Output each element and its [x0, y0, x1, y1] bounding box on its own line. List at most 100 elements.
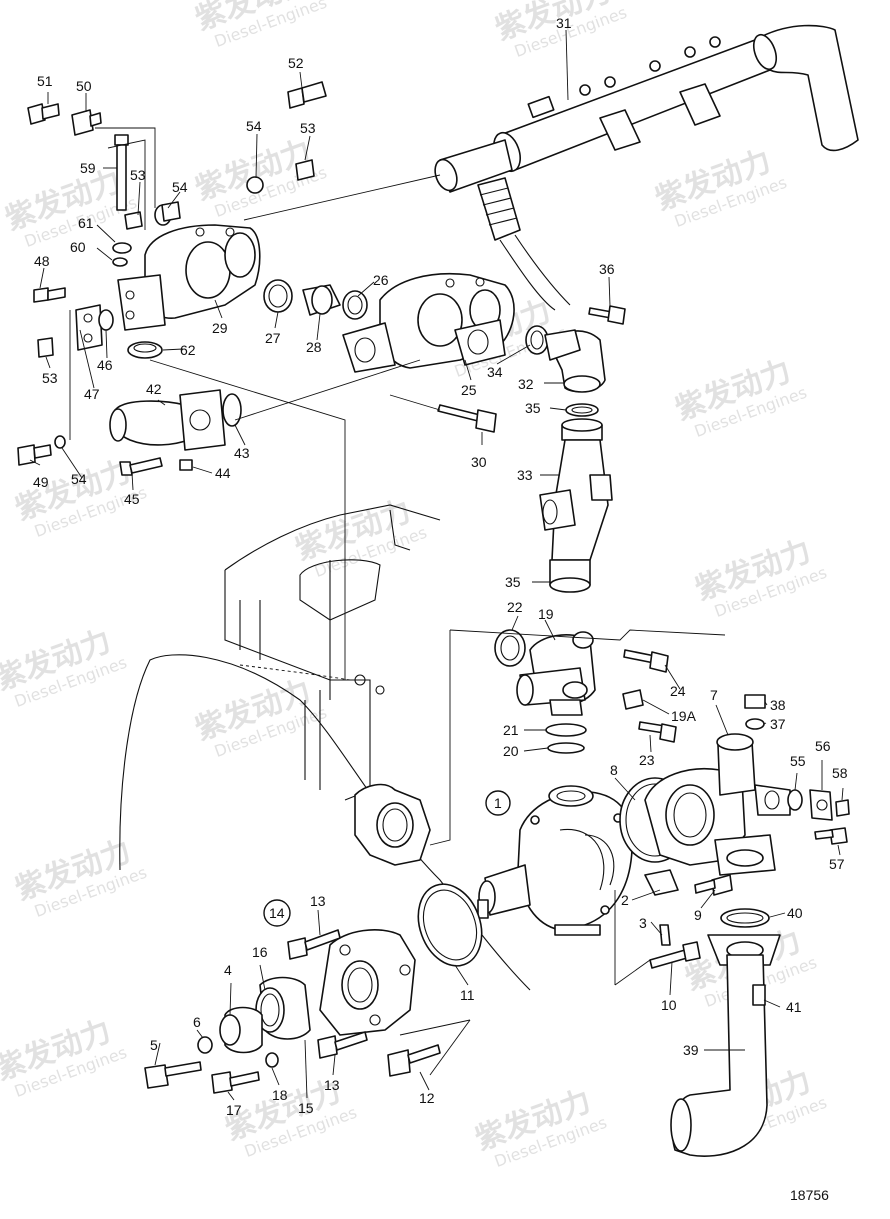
- callout-60: 60: [70, 239, 86, 255]
- callout-56: 56: [815, 738, 831, 754]
- callout-52: 52: [288, 55, 304, 71]
- callout-25: 25: [461, 382, 477, 398]
- drawing-number: 18756: [790, 1187, 829, 1203]
- callout-11: 11: [460, 987, 475, 1003]
- callout-54: 54: [172, 179, 188, 195]
- callout-51: 51: [37, 73, 53, 89]
- callout-29: 29: [212, 320, 228, 336]
- leader-lines: [29, 29, 844, 1101]
- water-pump-assembly: [477, 785, 634, 936]
- callout-30: 30: [471, 454, 487, 470]
- callout-21: 21: [503, 722, 519, 738]
- watermark-logo: 紫发动力 Diesel-Engines: [191, 0, 330, 51]
- callout-13: 13: [324, 1077, 340, 1093]
- callout-33: 33: [517, 467, 533, 483]
- connector-pipe: [539, 403, 613, 593]
- callout-12: 12: [419, 1090, 435, 1106]
- callout-50: 50: [76, 78, 92, 94]
- watermark-logo: 紫发动力 Diesel-Engines: [491, 0, 630, 61]
- thermostat-housing: [494, 629, 677, 754]
- callout-42: 42: [146, 381, 162, 397]
- callout-32: 32: [518, 376, 534, 392]
- callout-38: 38: [770, 697, 786, 713]
- callout-31: 31: [556, 15, 572, 31]
- callout-57: 57: [829, 856, 845, 872]
- watermark-logo: 紫发动力 Diesel-Engines: [691, 534, 830, 621]
- watermark-logo: 紫发动力 Diesel-Engines: [671, 354, 810, 441]
- manifold-joint-parts: [263, 279, 368, 320]
- callout-14: 14: [269, 905, 285, 921]
- callout-4: 4: [224, 962, 232, 978]
- watermark-logo: 紫发动力 Diesel-Engines: [291, 494, 430, 581]
- callout-19A: 19A: [671, 708, 697, 724]
- callout-58: 58: [832, 765, 848, 781]
- exhaust-manifold-pipe: [434, 24, 859, 193]
- watermark-logo: 紫发动力 Diesel-Engines: [11, 834, 150, 921]
- callout-53: 53: [42, 370, 58, 386]
- callout-19: 19: [538, 606, 554, 622]
- callout-53: 53: [130, 167, 146, 183]
- callout-47: 47: [84, 386, 100, 402]
- manifold-section-center: [342, 272, 515, 373]
- callout-28: 28: [306, 339, 322, 355]
- callout-2: 2: [621, 892, 629, 908]
- callout-13: 13: [310, 893, 326, 909]
- bolts-upper: [437, 305, 626, 433]
- callout-59: 59: [80, 160, 96, 176]
- callout-10: 10: [661, 997, 677, 1013]
- callout-6: 6: [193, 1014, 201, 1030]
- thermostat-elbow: [525, 325, 606, 393]
- watermark-logo: 紫发动力 Diesel-Engines: [0, 624, 129, 711]
- callout-46: 46: [97, 357, 113, 373]
- callout-labels: 51 50 52 31 54 53 59 53 54 61 60 48 26 3…: [33, 15, 848, 1118]
- callout-9: 9: [694, 907, 702, 923]
- callout-23: 23: [639, 752, 655, 768]
- callout-45: 45: [124, 491, 140, 507]
- callout-43: 43: [234, 445, 250, 461]
- callout-22: 22: [507, 599, 523, 615]
- callout-54: 54: [246, 118, 262, 134]
- callout-48: 48: [34, 253, 50, 269]
- callout-53: 53: [300, 120, 316, 136]
- callout-24: 24: [670, 683, 686, 699]
- pump-inlet-assembly: [144, 783, 483, 1094]
- callout-55: 55: [790, 753, 806, 769]
- callout-44: 44: [215, 465, 231, 481]
- callout-34: 34: [487, 364, 503, 380]
- watermark-logo: 紫发动力 Diesel-Engines: [471, 1084, 610, 1171]
- callout-1: 1: [494, 795, 502, 811]
- outlet-pipe-39: [649, 908, 781, 1157]
- flex-bellows-hose: [477, 177, 571, 311]
- callout-8: 8: [610, 762, 618, 778]
- coolant-pipe-42: [109, 389, 242, 476]
- callout-27: 27: [265, 330, 281, 346]
- callout-35: 35: [525, 400, 541, 416]
- callout-37: 37: [770, 716, 786, 732]
- callout-17: 17: [226, 1102, 242, 1118]
- watermark-logo: 紫发动力 Diesel-Engines: [0, 1014, 129, 1101]
- callout-54: 54: [71, 471, 87, 487]
- callout-16: 16: [252, 944, 268, 960]
- callout-62: 62: [180, 342, 196, 358]
- callout-41: 41: [786, 999, 802, 1015]
- manifold-section-left: [117, 224, 261, 331]
- callout-40: 40: [787, 905, 803, 921]
- watermark-logo: 紫发动力 Diesel-Engines: [191, 674, 330, 761]
- watermark-logo: 紫发动力 Diesel-Engines: [651, 144, 790, 231]
- callout-circle-1: [485, 790, 511, 816]
- callout-35: 35: [505, 574, 521, 590]
- callout-49: 49: [33, 474, 49, 490]
- pump-cover-housing: [619, 694, 850, 946]
- callout-61: 61: [78, 215, 94, 231]
- callout-18: 18: [272, 1087, 288, 1103]
- callout-3: 3: [639, 915, 647, 931]
- callout-26: 26: [373, 272, 389, 288]
- top-sensors: [246, 81, 327, 194]
- callout-20: 20: [503, 743, 519, 759]
- callout-39: 39: [683, 1042, 699, 1058]
- callout-7: 7: [710, 687, 718, 703]
- callout-15: 15: [298, 1100, 314, 1116]
- callout-circle-14: [263, 899, 291, 927]
- callout-5: 5: [150, 1037, 158, 1053]
